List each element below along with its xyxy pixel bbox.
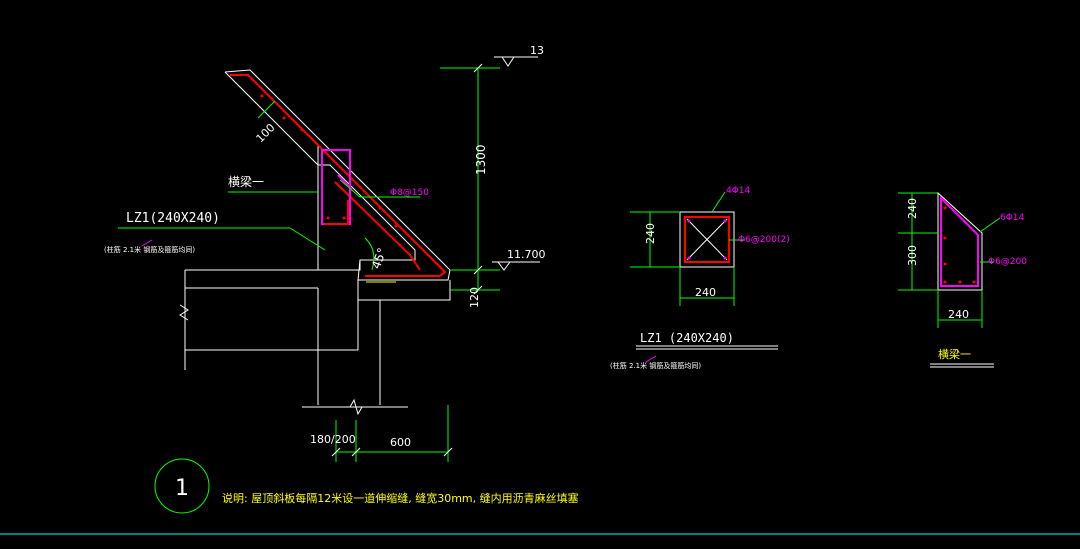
left-break-symbol	[179, 304, 189, 321]
main-section-detail: 45° 100 Φ8@150 横梁一 LZ1(240X240) (柱筋 2.1米…	[104, 44, 546, 462]
beam-section-detail: 6Φ14 Φ6@200 240 300 240 横梁一	[898, 191, 1027, 368]
detail-number: 1	[175, 476, 189, 501]
slab-top-rebar	[230, 74, 447, 277]
slab-diagonal-stirrup	[337, 174, 353, 191]
beam-label: 横梁一	[228, 174, 264, 189]
height-dim-tick-bot	[473, 285, 483, 295]
beam-stirrup	[321, 149, 351, 225]
angle-label: 45°	[369, 246, 389, 271]
top-elevation-triangle	[501, 56, 515, 67]
column-note: (柱筋 2.1米 钢筋及箍筋均同)	[104, 245, 195, 254]
column-note-mark	[141, 239, 153, 247]
rebar-label-leader-2	[339, 179, 361, 198]
lz1-stirrup-label: Φ6@200(2)	[738, 235, 790, 245]
top-elevation-label: 13	[530, 44, 544, 57]
lz1-rebar-dots	[687, 219, 727, 260]
lz1-rebar-leader	[711, 191, 726, 213]
lz1-height-dim: 240	[644, 223, 657, 244]
rebar-dots	[260, 94, 398, 228]
overhang-dim: 600	[390, 436, 411, 449]
wall-thickness-dim: 180/200	[310, 433, 356, 446]
bottom-dim: 120	[468, 287, 481, 308]
lz1-note-mark	[645, 355, 657, 363]
beam-rebar-leader	[979, 217, 1001, 233]
slab-thickness-dim: 100	[254, 121, 278, 145]
lz1-rebar-label: 4Φ14	[726, 186, 751, 196]
beam-stirrup	[940, 195, 979, 287]
beam-bottom-dim: 300	[906, 245, 919, 266]
bottom-dim-tick-1	[331, 447, 341, 457]
beam-width-dim: 240	[948, 308, 969, 321]
elevation-triangle	[497, 261, 511, 271]
lz1-title: LZ1 (240X240)	[640, 331, 734, 345]
angle-arc	[364, 237, 375, 271]
lz1-section-detail: 4Φ14 Φ6@200(2) 240 240 LZ1 (240X240) (柱筋…	[610, 186, 790, 370]
beam-rebar-label: 6Φ14	[1000, 213, 1025, 223]
beam-rebar-dots	[943, 206, 976, 284]
lz1-width-dim: 240	[695, 286, 716, 299]
slab-end-outline	[357, 280, 451, 301]
bottom-break-symbol	[349, 398, 363, 416]
elevation-label: 11.700	[507, 248, 546, 261]
bottom-dim-tick-3	[443, 447, 453, 457]
beam-stirrup-label: Φ6@200	[988, 257, 1027, 267]
slab-rebar-label: Φ8@150	[390, 188, 429, 198]
column-label-leader	[289, 227, 326, 251]
beam-title: 横梁一	[938, 347, 971, 361]
lz1-note: (柱筋 2.1米 钢筋及箍筋均同)	[610, 361, 701, 370]
height-dim: 1300	[474, 144, 488, 175]
lz1-cross-2	[686, 218, 728, 261]
slab-bottom-rebar	[334, 181, 421, 271]
height-dim-tick-top	[473, 63, 483, 73]
detail-number-circle	[154, 458, 210, 514]
beam-top-dim: 240	[906, 198, 919, 219]
bottom-dim-tick-2	[351, 447, 361, 457]
column-label: LZ1(240X240)	[126, 211, 220, 226]
slab-thickness-dim-line	[257, 100, 276, 119]
height-dim-tick-mid	[473, 265, 483, 275]
footer-description: 说明: 屋顶斜板每隔12米设一道伸缩缝, 缝宽30mm, 缝内用沥青麻丝填塞	[222, 491, 579, 505]
transverse-beam-outline	[317, 145, 361, 271]
footer: 1 说明: 屋顶斜板每隔12米设一道伸缩缝, 缝宽30mm, 缝内用沥青麻丝填塞	[0, 458, 1080, 535]
slab-lower-edge	[224, 71, 319, 166]
beam-rebar	[324, 200, 349, 225]
